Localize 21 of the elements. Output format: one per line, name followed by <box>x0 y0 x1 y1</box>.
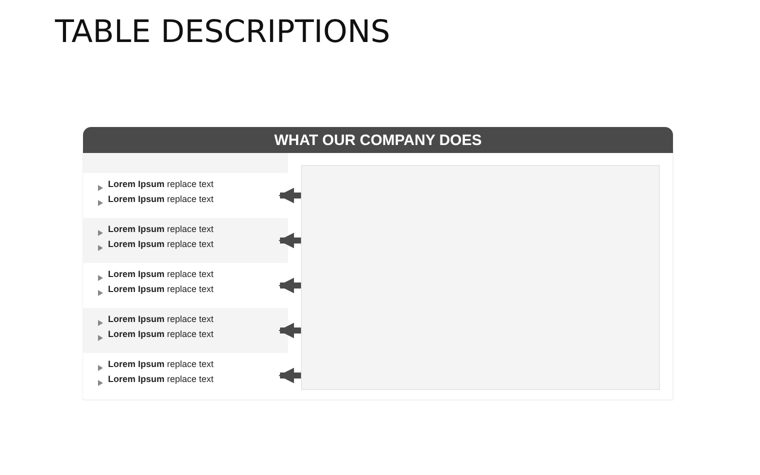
arrow <box>278 188 301 204</box>
bullet-text: Lorem Ipsum replace text <box>108 374 214 384</box>
header-text: WHAT OUR COMPANY DOES <box>274 132 482 148</box>
bullet-text: Lorem Ipsum replace text <box>108 179 214 189</box>
bullet-text: Lorem Ipsum replace text <box>108 239 214 249</box>
title: TABLE DESCRIPTIONS <box>55 14 390 50</box>
arrow <box>278 368 301 384</box>
bullet-text: Lorem Ipsum replace text <box>108 269 214 279</box>
arrow <box>278 322 301 338</box>
bullet-text: Lorem Ipsum replace text <box>108 359 214 369</box>
bullet-text: Lorem Ipsum replace text <box>108 314 214 324</box>
arrow <box>278 278 301 294</box>
arrow <box>278 232 301 248</box>
bullet-text: Lorem Ipsum replace text <box>108 194 214 204</box>
header-band <box>83 127 673 153</box>
table-row <box>83 308 288 353</box>
table-row <box>83 218 288 263</box>
bullet-text: Lorem Ipsum replace text <box>108 284 214 294</box>
bullet-text: Lorem Ipsum replace text <box>108 224 214 234</box>
content-panel <box>301 165 660 390</box>
bullet-text: Lorem Ipsum replace text <box>108 329 214 339</box>
